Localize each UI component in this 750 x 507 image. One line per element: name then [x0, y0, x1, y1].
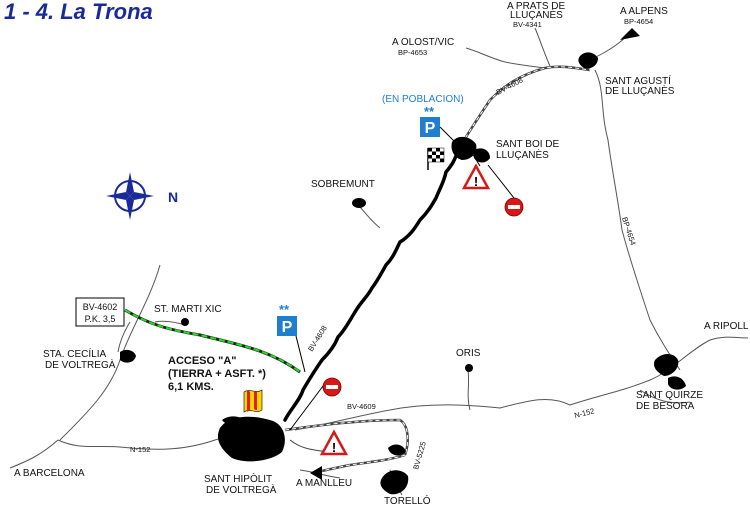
label-bv4608-top: BV-4608 [495, 75, 525, 96]
bv4608-road [456, 65, 591, 151]
warning-icon-top: ! [461, 163, 491, 190]
label-acceso-2: (TIERRA + ASFT. *) [168, 368, 266, 380]
label-sta-cecilia: STA. CECÍLIA [43, 347, 106, 360]
label-sant-boi-2: LLUÇANÈS [496, 148, 549, 161]
callout-lines [289, 126, 515, 431]
label-ripoll: A RIPOLL [704, 321, 749, 332]
label-n152-left: N-152 [130, 445, 150, 454]
label-alpens: A ALPENS [620, 6, 668, 17]
svg-text:BV-4602: BV-4602 [83, 302, 118, 312]
label-bv4608-mid: BV-4608 [306, 324, 329, 353]
svg-text:!: ! [332, 440, 336, 455]
start-flag-icon [243, 389, 263, 413]
label-sant-hipolit-2: DE VOLTREGÀ [206, 483, 277, 496]
label-sant-quirze-2: DE BESORA [636, 401, 695, 412]
svg-text:P: P [425, 120, 436, 137]
no-entry-icon-bottom [322, 377, 342, 397]
label-prats-2: LLUÇANÈS [510, 8, 563, 21]
compass-rose: N [106, 172, 178, 220]
label-bv5225: BV-5225 [411, 440, 428, 470]
label-alpens-road: BP-4654 [624, 17, 653, 26]
label-st-marti: ST. MARTI XIC [154, 304, 222, 315]
svg-text:**: ** [279, 302, 290, 317]
label-sant-agusti-2: DE LLUÇANÈS [605, 84, 675, 97]
label-prats: A PRATS DE [507, 1, 565, 12]
access-route [124, 308, 301, 374]
svg-text:P.K. 3,5: P.K. 3,5 [85, 314, 116, 324]
label-en-poblacion: (EN POBLACION) [382, 94, 464, 105]
warning-icon-bottom: ! [319, 429, 349, 456]
label-sta-cecilia-2: DE VOLTREGÀ [45, 358, 116, 371]
town-shapes [120, 52, 686, 495]
label-acceso: ACCESO "A" [168, 355, 237, 367]
svg-text:P: P [282, 319, 293, 336]
label-bv4609: BV-4609 [347, 402, 376, 411]
label-prats-road: BV-4341 [513, 20, 542, 29]
direction-arrows [310, 28, 640, 480]
bv4609-road [284, 418, 409, 474]
label-oris: ORIS [456, 348, 481, 359]
label-sant-boi: SANT BOI DE [496, 139, 559, 150]
label-sant-hipolit: SANT HIPÒLIT [204, 472, 272, 485]
compass-north-label: N [168, 189, 178, 205]
bv4602-label-box: BV-4602 P.K. 3,5 [75, 297, 125, 327]
finish-flag-icon [427, 147, 445, 170]
label-acceso-3: 6,1 KMS. [168, 381, 214, 393]
label-manlleu: A MANLLEU [296, 478, 352, 489]
svg-text:!: ! [474, 174, 478, 189]
label-barcelona: A BARCELONA [14, 468, 85, 479]
map-title: 1 - 4. La Trona [4, 0, 153, 24]
stage-route [283, 148, 460, 422]
label-olost-road: BP-4653 [398, 48, 427, 57]
no-entry-icon-top [504, 197, 524, 217]
label-n152-right: N-152 [573, 406, 595, 420]
regional-roads [9, 27, 749, 496]
label-sant-quirze: SANT QUIRZE [636, 390, 703, 401]
svg-text:**: ** [424, 104, 435, 119]
label-torello: TORELLÓ [384, 494, 431, 507]
label-olost: A OLOST/VIC [392, 37, 454, 48]
parking-icon-top: ** P [420, 104, 440, 137]
label-sobremunt: SOBREMUNT [311, 179, 375, 190]
label-sant-agusti: SANT AGUSTÍ [605, 74, 671, 87]
parking-icon-middle: ** P [277, 302, 297, 336]
